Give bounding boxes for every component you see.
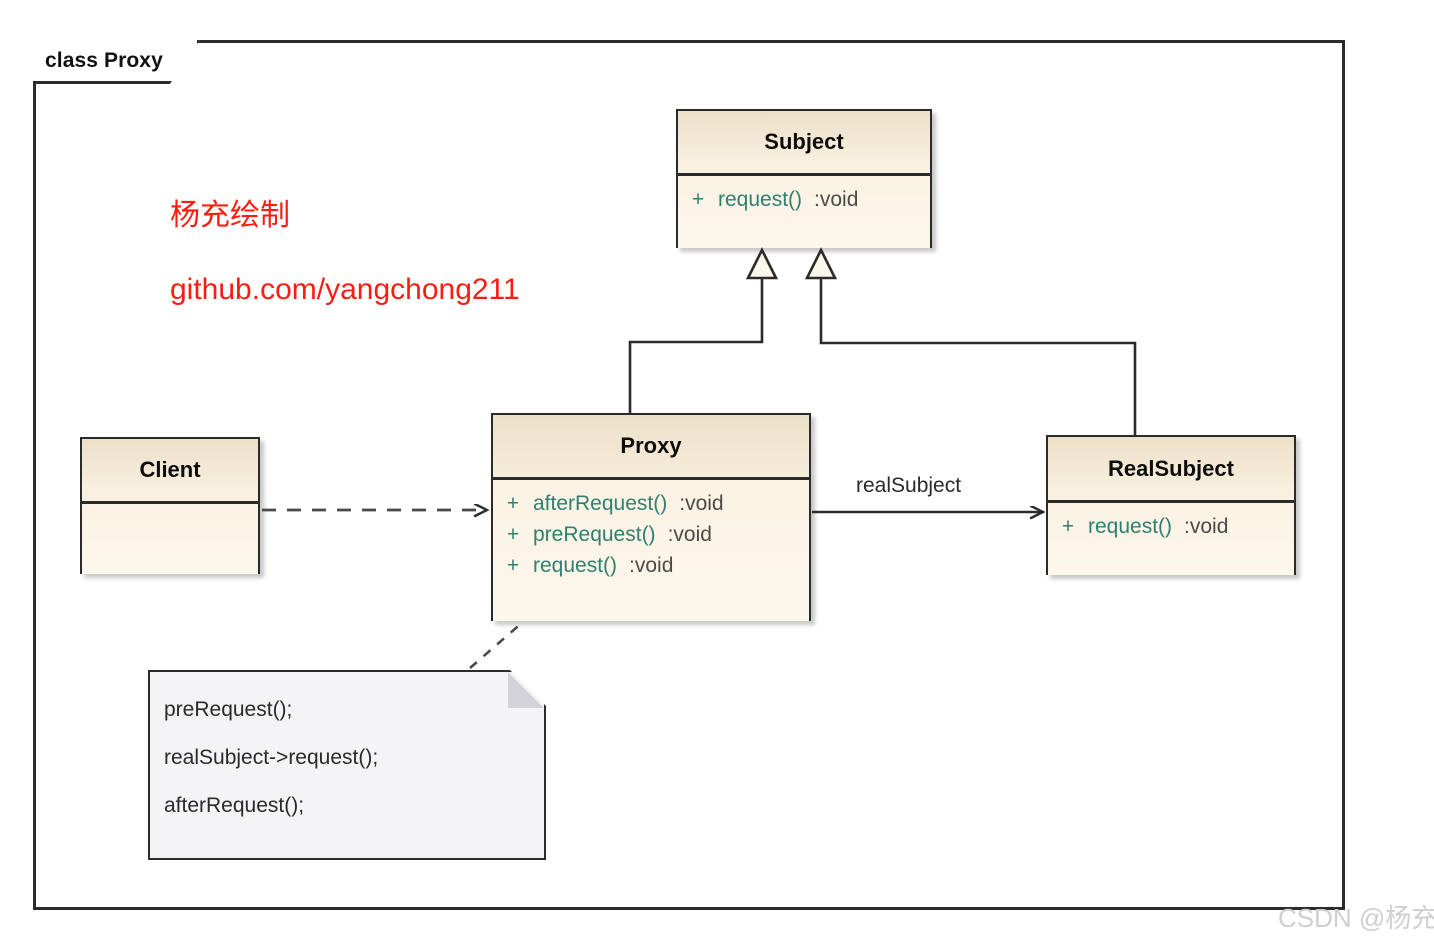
class-box-client[interactable]: Client [80,437,260,574]
class-box-realsubject[interactable]: RealSubject + request() :void [1046,435,1296,575]
member-visibility: + [506,522,520,546]
class-members-subject: + request() :void [678,175,930,248]
member-row[interactable]: + preRequest() :void [493,519,809,550]
class-members-proxy: + afterRequest() :void + preRequest() :v… [493,479,809,621]
member-visibility: + [506,553,520,577]
class-separator [82,501,258,504]
class-box-subject[interactable]: Subject + request() :void [676,109,932,248]
class-members-realsubject: + request() :void [1048,502,1294,575]
member-type: :void [629,553,674,577]
class-members-client [82,503,258,574]
member-visibility: + [1061,514,1075,538]
note-line: preRequest(); [164,698,293,721]
member-visibility: + [691,187,705,211]
annotation-github: github.com/yangchong211 [170,273,520,306]
edge-label-realsubject: realSubject [856,474,962,497]
note-line: realSubject->request(); [164,746,379,769]
member-name: afterRequest() [533,491,668,515]
member-row[interactable]: + request() :void [1048,511,1294,542]
class-separator [1048,500,1294,503]
member-row[interactable]: + request() :void [678,184,930,215]
class-box-proxy[interactable]: Proxy + afterRequest() :void + preReques… [491,413,811,621]
frame-label-text: class Proxy [45,48,163,72]
member-row[interactable]: + afterRequest() :void [493,488,809,519]
class-separator [678,173,930,176]
member-name: request() [1088,514,1173,538]
member-name: request() [533,553,618,577]
member-name: request() [718,187,803,211]
member-type: :void [667,522,712,546]
member-name: preRequest() [533,522,656,546]
member-visibility: + [506,491,520,515]
class-title-realsubject: RealSubject [1108,455,1234,481]
annotation-author: 杨充绘制 [170,199,290,232]
class-title-subject: Subject [764,129,844,154]
member-type: :void [814,187,859,211]
note-line: afterRequest(); [164,794,305,817]
member-row[interactable]: + request() :void [493,550,809,581]
class-title-proxy: Proxy [620,433,682,458]
member-type: :void [679,491,724,515]
class-separator [493,477,809,480]
watermark: CSDN @杨充 [1278,903,1434,933]
class-title-client: Client [139,457,201,482]
note-box[interactable]: preRequest(); realSubject->request(); af… [148,670,546,860]
member-type: :void [1184,514,1229,538]
frame-label: class Proxy [33,40,200,84]
